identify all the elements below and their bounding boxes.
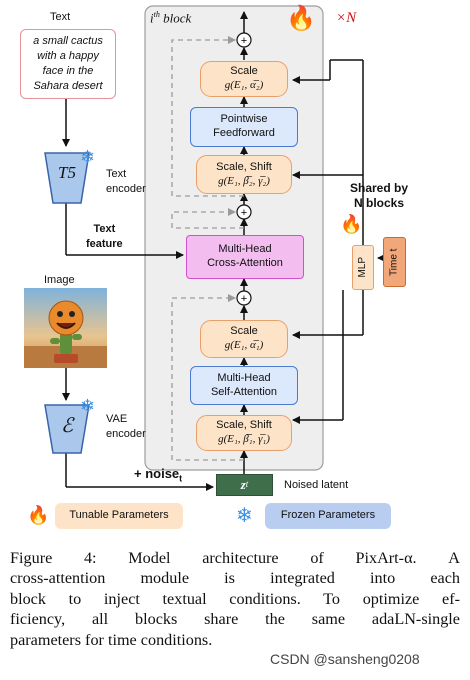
watermark: CSDN @sansheng0208 [270, 651, 420, 667]
caption-line: Figure 4: Model architecture of PixArt-α… [10, 549, 460, 567]
caption-line: cross-attention module is integrated int… [10, 569, 460, 588]
caption-line: parameters for time conditions. [10, 630, 213, 649]
frozen-snowflake-icon: ❄ [80, 147, 96, 167]
legend-frozen: Frozen Parameters [265, 503, 391, 529]
image-label: Image [44, 274, 75, 286]
prompt-line: a small cactus [33, 35, 103, 47]
residual-add-top [236, 32, 252, 48]
caption-line: block to inject textual conditions. To o… [10, 589, 460, 608]
t5-encoder-shape [44, 152, 90, 204]
mlp-block: MLP [352, 245, 374, 290]
legend-tunable: Tunable Parameters [55, 503, 183, 529]
vae-symbol: ℰ [60, 415, 74, 437]
frozen-snowflake-icon: ❄ [80, 396, 96, 416]
figure-caption: Figure 4: Model architecture of PixArt-α… [10, 548, 460, 650]
times-n-label: ×N [336, 10, 357, 26]
tunable-flame-icon: 🔥 [340, 214, 363, 234]
residual-add-bottom [236, 290, 252, 306]
svg-text:+: + [241, 35, 247, 47]
svg-text:+: + [241, 293, 247, 305]
tunable-flame-icon: 🔥 [286, 5, 316, 32]
cactus-image [24, 288, 107, 368]
noised-latent-label: Noised latent [284, 479, 349, 491]
prompt-line: with a happy [37, 50, 99, 62]
plus-noise-label: + noiset [134, 466, 183, 484]
block-title: ith block [150, 10, 192, 26]
frozen-snowflake-icon: ❄ [236, 505, 253, 527]
prompt-line: face in the [42, 65, 94, 77]
caption-line: ficiency, all blocks share the same adaL… [10, 610, 460, 629]
vae-encoder-shape [44, 404, 90, 454]
tunable-flame-icon: 🔥 [27, 505, 50, 525]
time-t-block: Time t [383, 237, 406, 287]
prompt-box: a small cactus with a happy face in the … [20, 29, 116, 99]
prompt-line: Sahara desert [33, 80, 103, 92]
svg-text:+: + [241, 207, 247, 219]
residual-add-middle [236, 204, 252, 220]
t5-label: T5 [58, 163, 76, 182]
text-input-label: Text [50, 11, 71, 23]
